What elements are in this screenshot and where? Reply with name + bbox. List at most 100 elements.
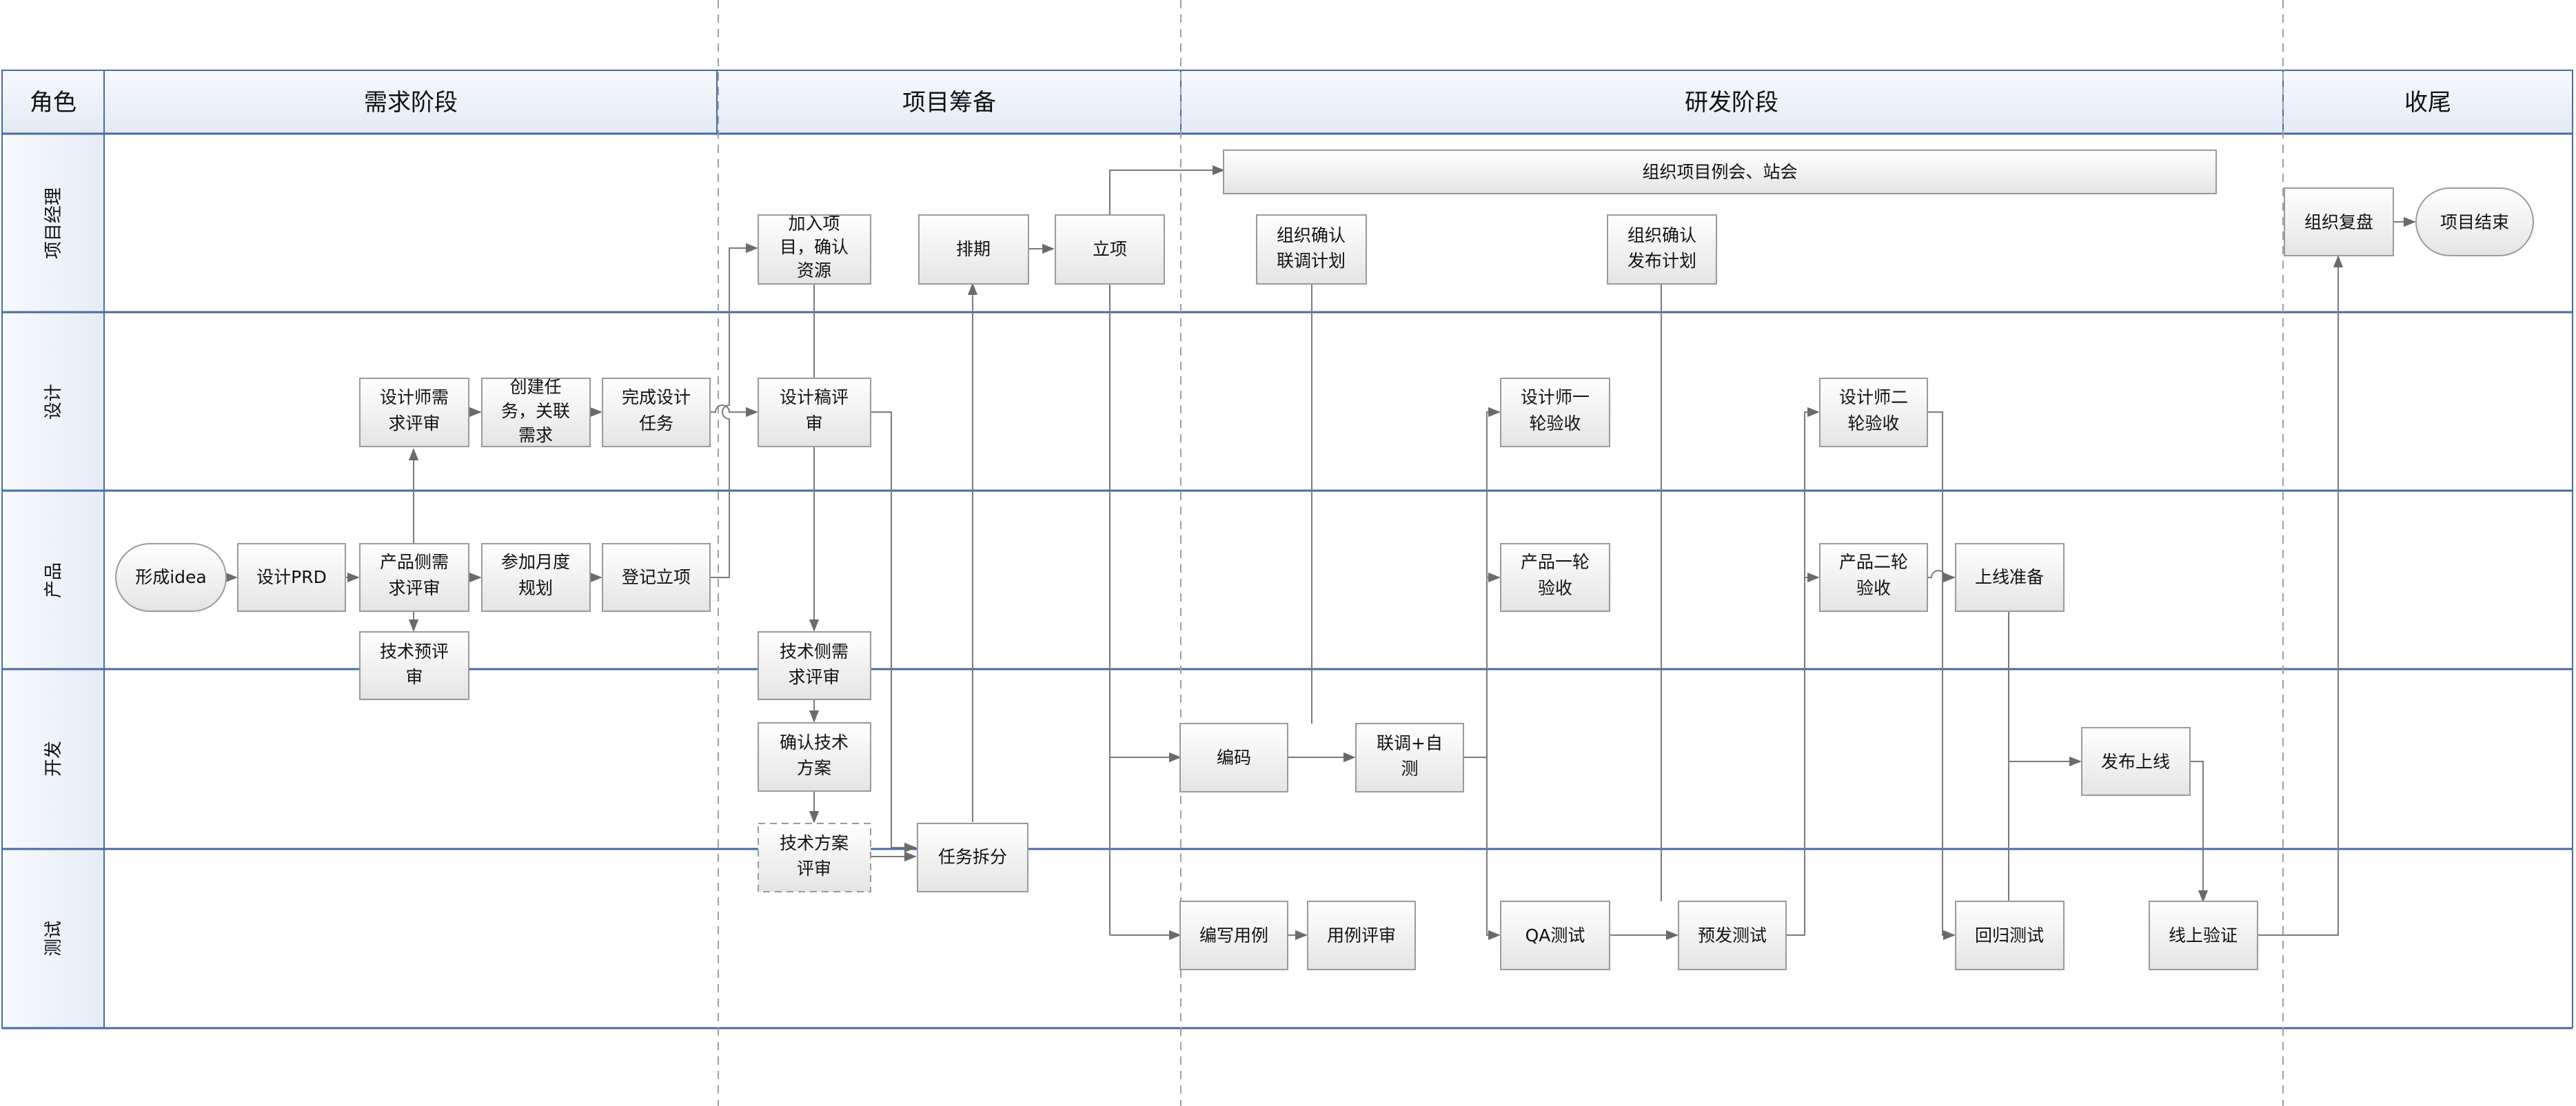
node-label: 上线准备 bbox=[1975, 567, 2044, 587]
node-qa-test: QA测试 bbox=[1500, 901, 1610, 970]
node-label-line2: 验收 bbox=[1538, 578, 1572, 598]
node-label-line2: 审 bbox=[405, 667, 423, 687]
node-case-review: 用例评审 bbox=[1307, 901, 1416, 970]
node-confirm-release-plan: 组织确认 发布计划 bbox=[1607, 214, 1717, 285]
node-label-line1: 设计师一 bbox=[1521, 387, 1590, 407]
node-label-line1: 技术预评 bbox=[380, 642, 449, 662]
node-label-line1: 完成设计 bbox=[622, 387, 691, 407]
node-label: 发布上线 bbox=[2101, 752, 2170, 772]
node-label-line2: 求评审 bbox=[788, 667, 840, 687]
lane-label-dev: 开发 bbox=[43, 741, 64, 777]
node-label-line2: 方案 bbox=[797, 758, 831, 778]
node-label-line2: 联调计划 bbox=[1277, 251, 1346, 271]
node-label-line1: 产品侧需 bbox=[380, 552, 449, 572]
node-regression-test: 回归测试 bbox=[1955, 901, 2065, 970]
node-product-review: 产品侧需 求评审 bbox=[359, 543, 469, 612]
node-release: 发布上线 bbox=[2081, 727, 2191, 796]
connectors bbox=[225, 165, 2416, 941]
role-column bbox=[1, 133, 105, 1029]
node-label-line1: 技术方案 bbox=[780, 833, 849, 853]
node-meetings: 组织项目例会、站会 bbox=[1223, 150, 2217, 194]
node-label: 用例评审 bbox=[1327, 925, 1396, 945]
node-label-line1: 创建任 bbox=[509, 377, 561, 397]
node-create-task: 创建任 务，关联 需求 bbox=[481, 377, 591, 447]
node-write-cases: 编写用例 bbox=[1179, 901, 1288, 970]
node-task-split: 任务拆分 bbox=[917, 823, 1028, 892]
node-designer-review: 设计师需 求评审 bbox=[359, 378, 469, 447]
node-tech-prereview: 技术预评 审 bbox=[359, 631, 469, 700]
role-header: 角色 bbox=[30, 89, 77, 116]
node-label: 编码 bbox=[1217, 748, 1251, 768]
lane-label-test: 测试 bbox=[43, 921, 64, 956]
node-coding: 编码 bbox=[1179, 723, 1288, 792]
node-label: 组织项目例会、站会 bbox=[1642, 162, 1797, 182]
node-label-line2: 务，关联 bbox=[501, 401, 570, 421]
node-label: 形成idea bbox=[135, 567, 207, 587]
node-register-project: 登记立项 bbox=[602, 543, 711, 612]
node-label-line2: 轮验收 bbox=[1847, 413, 1899, 433]
node-label: 编写用例 bbox=[1199, 925, 1268, 945]
lane-label-pm: 项目经理 bbox=[43, 187, 64, 259]
node-design-prd: 设计PRD bbox=[237, 543, 346, 612]
phase-closing-header: 收尾 bbox=[2404, 89, 2451, 116]
node-label-line1: 技术侧需 bbox=[780, 642, 849, 662]
node-product-accept-2: 产品二轮 验收 bbox=[1819, 543, 1928, 612]
node-form-idea: 形成idea bbox=[115, 543, 227, 612]
node-product-accept-1: 产品一轮 验收 bbox=[1500, 543, 1610, 612]
node-label-line1: 设计师需 bbox=[380, 387, 449, 407]
lane-label-design: 设计 bbox=[43, 384, 64, 420]
phase-preparation-header: 项目筹备 bbox=[902, 89, 996, 116]
node-label-line3: 资源 bbox=[797, 260, 831, 280]
node-label: 排期 bbox=[956, 239, 991, 259]
node-label-line1: 确认技术 bbox=[780, 733, 849, 752]
node-draft-review: 设计稿评 审 bbox=[758, 378, 871, 447]
node-label-line2: 发布计划 bbox=[1627, 251, 1696, 271]
node-finish-design: 完成设计 任务 bbox=[602, 378, 711, 447]
node-label: 任务拆分 bbox=[938, 847, 1007, 867]
node-label-line1: 联调+自 bbox=[1377, 733, 1443, 753]
node-designer-accept-1: 设计师一 轮验收 bbox=[1500, 378, 1610, 447]
node-online-verify: 线上验证 bbox=[2149, 901, 2258, 970]
node-label: 线上验证 bbox=[2169, 925, 2238, 945]
node-label-line2: 目，确认 bbox=[780, 237, 849, 257]
node-label-line1: 组织确认 bbox=[1627, 225, 1696, 245]
node-label: 回归测试 bbox=[1975, 925, 2044, 945]
node-label-line2: 验收 bbox=[1856, 578, 1891, 598]
node-label: QA测试 bbox=[1525, 925, 1585, 945]
node-confirm-tech: 确认技术 方案 bbox=[758, 722, 871, 792]
node-label-line1: 产品二轮 bbox=[1839, 552, 1908, 572]
lane-grid bbox=[1, 70, 2573, 1030]
role-header-cell bbox=[1, 70, 105, 134]
node-launch-prep: 上线准备 bbox=[1955, 543, 2065, 612]
node-label-line2: 评审 bbox=[797, 859, 831, 879]
node-retrospective: 组织复盘 bbox=[2284, 187, 2394, 256]
node-label-line1: 设计稿评 bbox=[780, 387, 849, 407]
node-label-line2: 求评审 bbox=[388, 413, 440, 433]
node-joint-debug: 联调+自 测 bbox=[1355, 723, 1464, 792]
node-designer-accept-2: 设计师二 轮验收 bbox=[1819, 378, 1928, 447]
node-label-line1: 加入项 bbox=[788, 214, 840, 234]
node-pre-release-test: 预发测试 bbox=[1678, 901, 1787, 970]
node-label-line1: 参加月度 bbox=[501, 552, 570, 572]
node-label-line3: 需求 bbox=[518, 425, 553, 445]
node-label: 项目结束 bbox=[2440, 212, 2509, 232]
header-band bbox=[1, 70, 2573, 134]
node-label-line2: 任务 bbox=[639, 413, 673, 433]
node-label-line1: 组织确认 bbox=[1277, 225, 1346, 245]
node-label-line2: 规划 bbox=[518, 578, 553, 598]
lane-label-product: 产品 bbox=[43, 562, 64, 598]
node-tech-plan-review: 技术方案 评审 bbox=[758, 823, 871, 892]
node-label-line1: 设计师二 bbox=[1839, 387, 1908, 407]
node-label-line2: 轮验收 bbox=[1529, 413, 1581, 433]
node-monthly-plan: 参加月度 规划 bbox=[481, 543, 591, 612]
node-label-line2: 求评审 bbox=[388, 578, 440, 598]
phase-separators bbox=[718, 0, 2284, 1106]
node-project-end: 项目结束 bbox=[2415, 187, 2534, 256]
phase-requirements-header: 需求阶段 bbox=[364, 89, 458, 116]
node-label: 登记立项 bbox=[622, 567, 691, 587]
node-join-project: 加入项 目，确认 资源 bbox=[758, 214, 871, 285]
node-confirm-joint-plan: 组织确认 联调计划 bbox=[1256, 214, 1367, 285]
node-label: 预发测试 bbox=[1698, 925, 1767, 945]
node-kickoff: 立项 bbox=[1055, 214, 1165, 285]
